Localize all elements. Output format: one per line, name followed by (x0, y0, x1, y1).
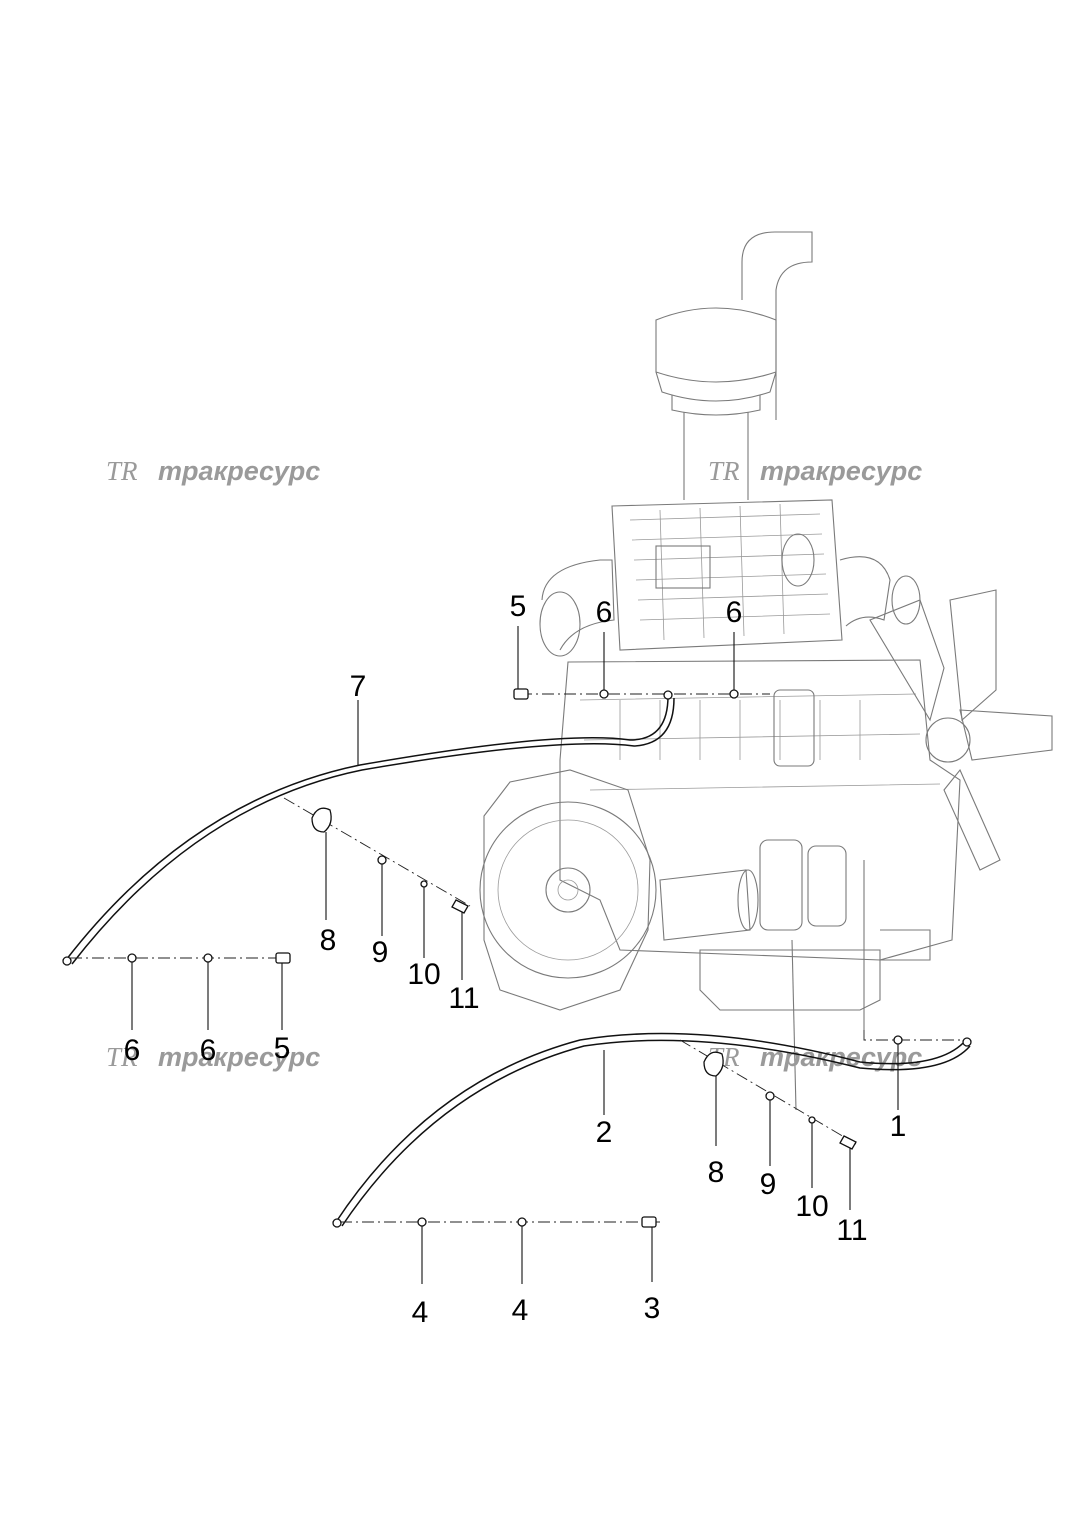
watermark-top-right: TR тракресурс (708, 456, 922, 486)
washer-part (517, 1217, 527, 1227)
banjo-fitting (663, 690, 673, 700)
watermark-top-left: TR тракресурс (106, 456, 320, 486)
washer-part (729, 689, 739, 699)
engine-illustration (479, 231, 1053, 1111)
watermark-logo: TR (106, 456, 138, 486)
hose-7 (65, 695, 669, 961)
watermark-text: тракресурс (158, 1042, 320, 1072)
washer-part (377, 855, 387, 865)
watermark-logo: TR (106, 1042, 138, 1072)
callout-6: 6 (200, 1034, 217, 1067)
callout-5: 5 (510, 590, 527, 623)
fan-blades (869, 589, 1053, 871)
callout-3: 3 (644, 1292, 661, 1325)
callout-8: 8 (708, 1156, 725, 1189)
lock-washer-part (808, 1116, 816, 1124)
callout-9: 9 (372, 936, 389, 969)
bolt-part (513, 688, 529, 700)
watermark-text: тракресурс (158, 456, 320, 486)
hose-2 (335, 1032, 967, 1223)
left-clamp-assembly: 8 9 10 11 (283, 797, 480, 1015)
callout-11: 11 (836, 1214, 867, 1247)
bolt-part (451, 899, 469, 914)
bottom-fitting-assembly: 4 4 3 (340, 1216, 661, 1329)
callout-6: 6 (124, 1034, 141, 1067)
washer-part (127, 953, 137, 963)
callout-10: 10 (795, 1190, 828, 1223)
callout-8: 8 (320, 924, 337, 957)
callout-11: 11 (448, 982, 479, 1015)
banjo-fitting (332, 1218, 342, 1228)
callout-6: 6 (596, 596, 613, 629)
callout-1: 1 (890, 1110, 907, 1143)
banjo-fitting (62, 956, 72, 966)
watermark-text: тракресурс (760, 456, 922, 486)
callout-4: 4 (512, 1294, 529, 1327)
callout-9: 9 (760, 1168, 777, 1201)
bolt-part (641, 1216, 657, 1228)
washer-part (893, 1035, 903, 1045)
right-clamp-assembly: 8 9 10 11 (679, 1039, 868, 1247)
hose-1-fitting-assembly: 1 (863, 1030, 964, 1143)
washer-part (599, 689, 609, 699)
callout-4: 4 (412, 1296, 429, 1329)
top-fastener-assembly: 5 6 6 (510, 590, 770, 700)
callout-10: 10 (407, 958, 440, 991)
left-fitting-assembly: 6 6 5 (70, 952, 291, 1067)
lock-washer-part (420, 880, 428, 888)
banjo-fitting (962, 1037, 972, 1047)
washer-part (203, 953, 213, 963)
watermark-bottom-left: TR тракресурс (106, 1042, 320, 1072)
watermark-bottom-right: TR тракресурс (708, 1042, 922, 1072)
washer-part (765, 1091, 775, 1101)
watermark-logo: TR (708, 456, 740, 486)
washer-part (417, 1217, 427, 1227)
clamp-part (311, 807, 332, 833)
callout-7: 7 (350, 670, 367, 703)
callout-5: 5 (274, 1032, 291, 1065)
clamp-part (703, 1051, 724, 1077)
hose-7-assembly: 7 (62, 670, 675, 966)
bolt-part (839, 1135, 857, 1150)
hose-2-assembly: 2 (332, 1032, 972, 1228)
callout-6: 6 (726, 596, 743, 629)
callout-2: 2 (596, 1116, 613, 1149)
bolt-part (275, 952, 291, 964)
